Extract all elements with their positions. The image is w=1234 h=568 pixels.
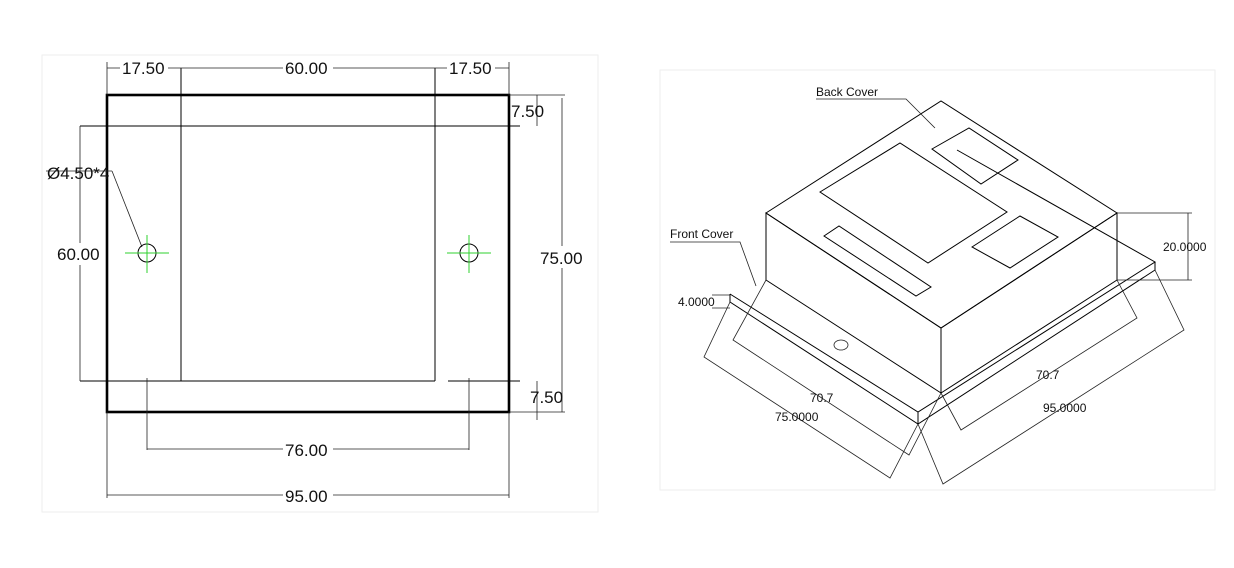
dim-base-depth: 75.0000 [775, 410, 819, 424]
dim-body-width: 70.7 [1036, 368, 1060, 382]
hole-left [125, 235, 169, 273]
dim-base-width: 95.0000 [1043, 401, 1087, 415]
body-depth-dim [732, 279, 942, 456]
dim-hole-spacing: 76.00 [285, 441, 328, 460]
hole-right [447, 235, 491, 273]
front-view: 17.50 60.00 17.50 75.00 7.50 7.50 60.00 … [46, 58, 584, 506]
base-plate [729, 149, 1156, 425]
cutout-top-right [931, 127, 1019, 185]
hole-callout: Ø4.50*4 [47, 164, 109, 183]
base-width-dim [917, 269, 1185, 485]
cutout-large [819, 142, 1008, 264]
dim-base-thickness: 4.0000 [678, 295, 715, 309]
dim-left-flange: 17.50 [122, 59, 165, 78]
dim-right-flange: 17.50 [449, 59, 492, 78]
label-back-cover: Back Cover [816, 85, 878, 99]
dim-body-height: 20.0000 [1163, 240, 1207, 254]
base-hole [833, 339, 849, 351]
iso-view-panel [659, 69, 1216, 491]
hole-leader [111, 170, 143, 248]
base-depth-dim [703, 301, 919, 479]
dim-inner-height: 60.00 [57, 245, 100, 264]
back-cover-leader [816, 98, 936, 129]
body-width-dim [940, 279, 1138, 431]
iso-view: Back Cover Front Cover 4.0000 20.0000 70… [670, 85, 1207, 485]
dim-total-width: 95.00 [285, 487, 328, 506]
dim-total-height: 75.00 [540, 249, 583, 268]
dim-center-width: 60.00 [285, 59, 328, 78]
front-cover-leader [670, 241, 757, 287]
cutout-right [971, 215, 1059, 269]
dim-body-depth: 70.7 [810, 391, 834, 405]
dim-bottom-margin: 7.50 [530, 388, 563, 407]
cutout-strip [823, 225, 932, 297]
plate-outline [105, 93, 511, 414]
front-view-panel [41, 54, 599, 513]
dim-top-margin: 7.50 [511, 102, 544, 121]
label-front-cover: Front Cover [670, 227, 733, 241]
